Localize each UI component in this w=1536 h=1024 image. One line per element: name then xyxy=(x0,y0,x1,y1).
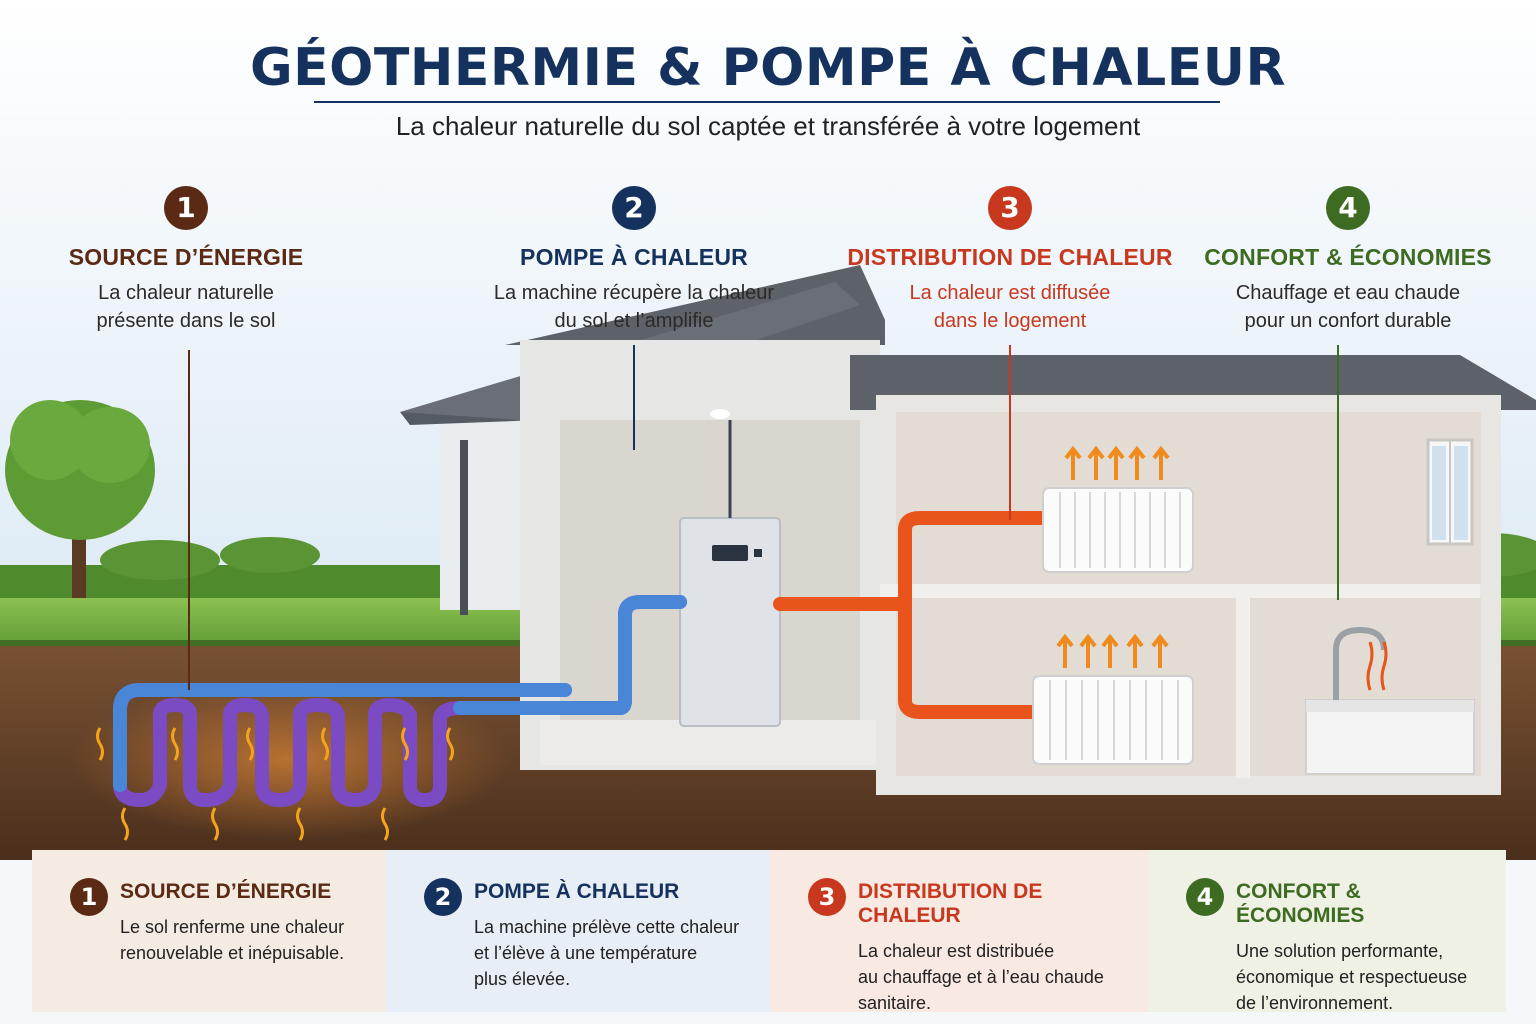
heat-arrows xyxy=(1056,445,1170,668)
panel-number-badge: 4 xyxy=(1186,878,1224,916)
panel-description: Une solution performante, économique et … xyxy=(1236,941,1468,1013)
panel-number-badge: 3 xyxy=(808,878,846,916)
panel-description: La chaleur est distribuée au chauffage e… xyxy=(858,941,1104,1013)
radiator-lower xyxy=(1032,675,1194,765)
step-source-energie: 1 SOURCE D’ÉNERGIE La chaleur naturelle … xyxy=(6,186,366,335)
panel-heading: POMPE À CHALEUR xyxy=(474,880,680,903)
sink xyxy=(1305,626,1475,775)
step-number-badge: 4 xyxy=(1326,186,1370,230)
panel-number-badge: 2 xyxy=(424,878,462,916)
house-left xyxy=(400,265,885,770)
panel-description: Le sol renferme une chaleur renouvelable… xyxy=(120,917,345,963)
bottom-panel-pompe-chaleur: 2 POMPE À CHALEUR La machine prélève cet… xyxy=(386,850,770,1012)
bottom-panel-distribution-chaleur: 3 DISTRIBUTION DE CHALEUR La chaleur est… xyxy=(770,850,1148,1013)
step-number-badge: 2 xyxy=(612,186,656,230)
step-pompe-chaleur: 2 POMPE À CHALEUR La machine récupère la… xyxy=(454,186,814,335)
radiator-upper xyxy=(1042,487,1194,573)
step-description: Chauffage et eau chaude pour un confort … xyxy=(1235,282,1461,332)
panel-number-badge: 1 xyxy=(70,878,108,916)
ground-loop-pipe xyxy=(113,595,687,808)
hot-distribution-pipe xyxy=(773,511,1052,719)
step-number-badge: 3 xyxy=(988,186,1032,230)
panel-heading: CONFORT & ÉCONOMIES xyxy=(1236,880,1365,927)
heat-pump-unit xyxy=(679,409,781,727)
step-description: La chaleur naturelle présente dans le so… xyxy=(96,282,276,332)
title-underline xyxy=(314,101,1220,103)
step-heading: POMPE À CHALEUR xyxy=(520,244,748,270)
panel-heading: DISTRIBUTION DE CHALEUR xyxy=(858,880,1043,927)
bottom-panel-confort-economies: 4 CONFORT & ÉCONOMIES Une solution perfo… xyxy=(1148,850,1506,1013)
step-number-badge: 1 xyxy=(164,186,208,230)
step-distribution-chaleur: 3 DISTRIBUTION DE CHALEUR La chaleur est… xyxy=(830,186,1190,335)
panel-description: La machine prélève cette chaleur et l’él… xyxy=(474,917,740,989)
step-description: La machine récupère la chaleur du sol et… xyxy=(493,282,775,332)
page-title: GÉOTHERMIE & POMPE À CHALEUR xyxy=(249,38,1287,98)
panel-heading: SOURCE D’ÉNERGIE xyxy=(120,880,332,903)
step-confort-economies: 4 CONFORT & ÉCONOMIES Chauffage et eau c… xyxy=(1168,186,1528,335)
step-heading: DISTRIBUTION DE CHALEUR xyxy=(847,244,1173,270)
step-heading: SOURCE D’ÉNERGIE xyxy=(68,244,304,270)
step-heading: CONFORT & ÉCONOMIES xyxy=(1204,244,1492,270)
page-subtitle: La chaleur naturelle du sol captée et tr… xyxy=(395,111,1141,141)
leader-lines xyxy=(188,345,1339,690)
step-description: La chaleur est diffusée dans le logement xyxy=(909,282,1111,332)
ground-heat-squiggles xyxy=(96,727,454,841)
tree xyxy=(5,400,155,610)
bottom-panel-source-energie: 1 SOURCE D’ÉNERGIE Le sol renferme une c… xyxy=(32,850,386,1012)
